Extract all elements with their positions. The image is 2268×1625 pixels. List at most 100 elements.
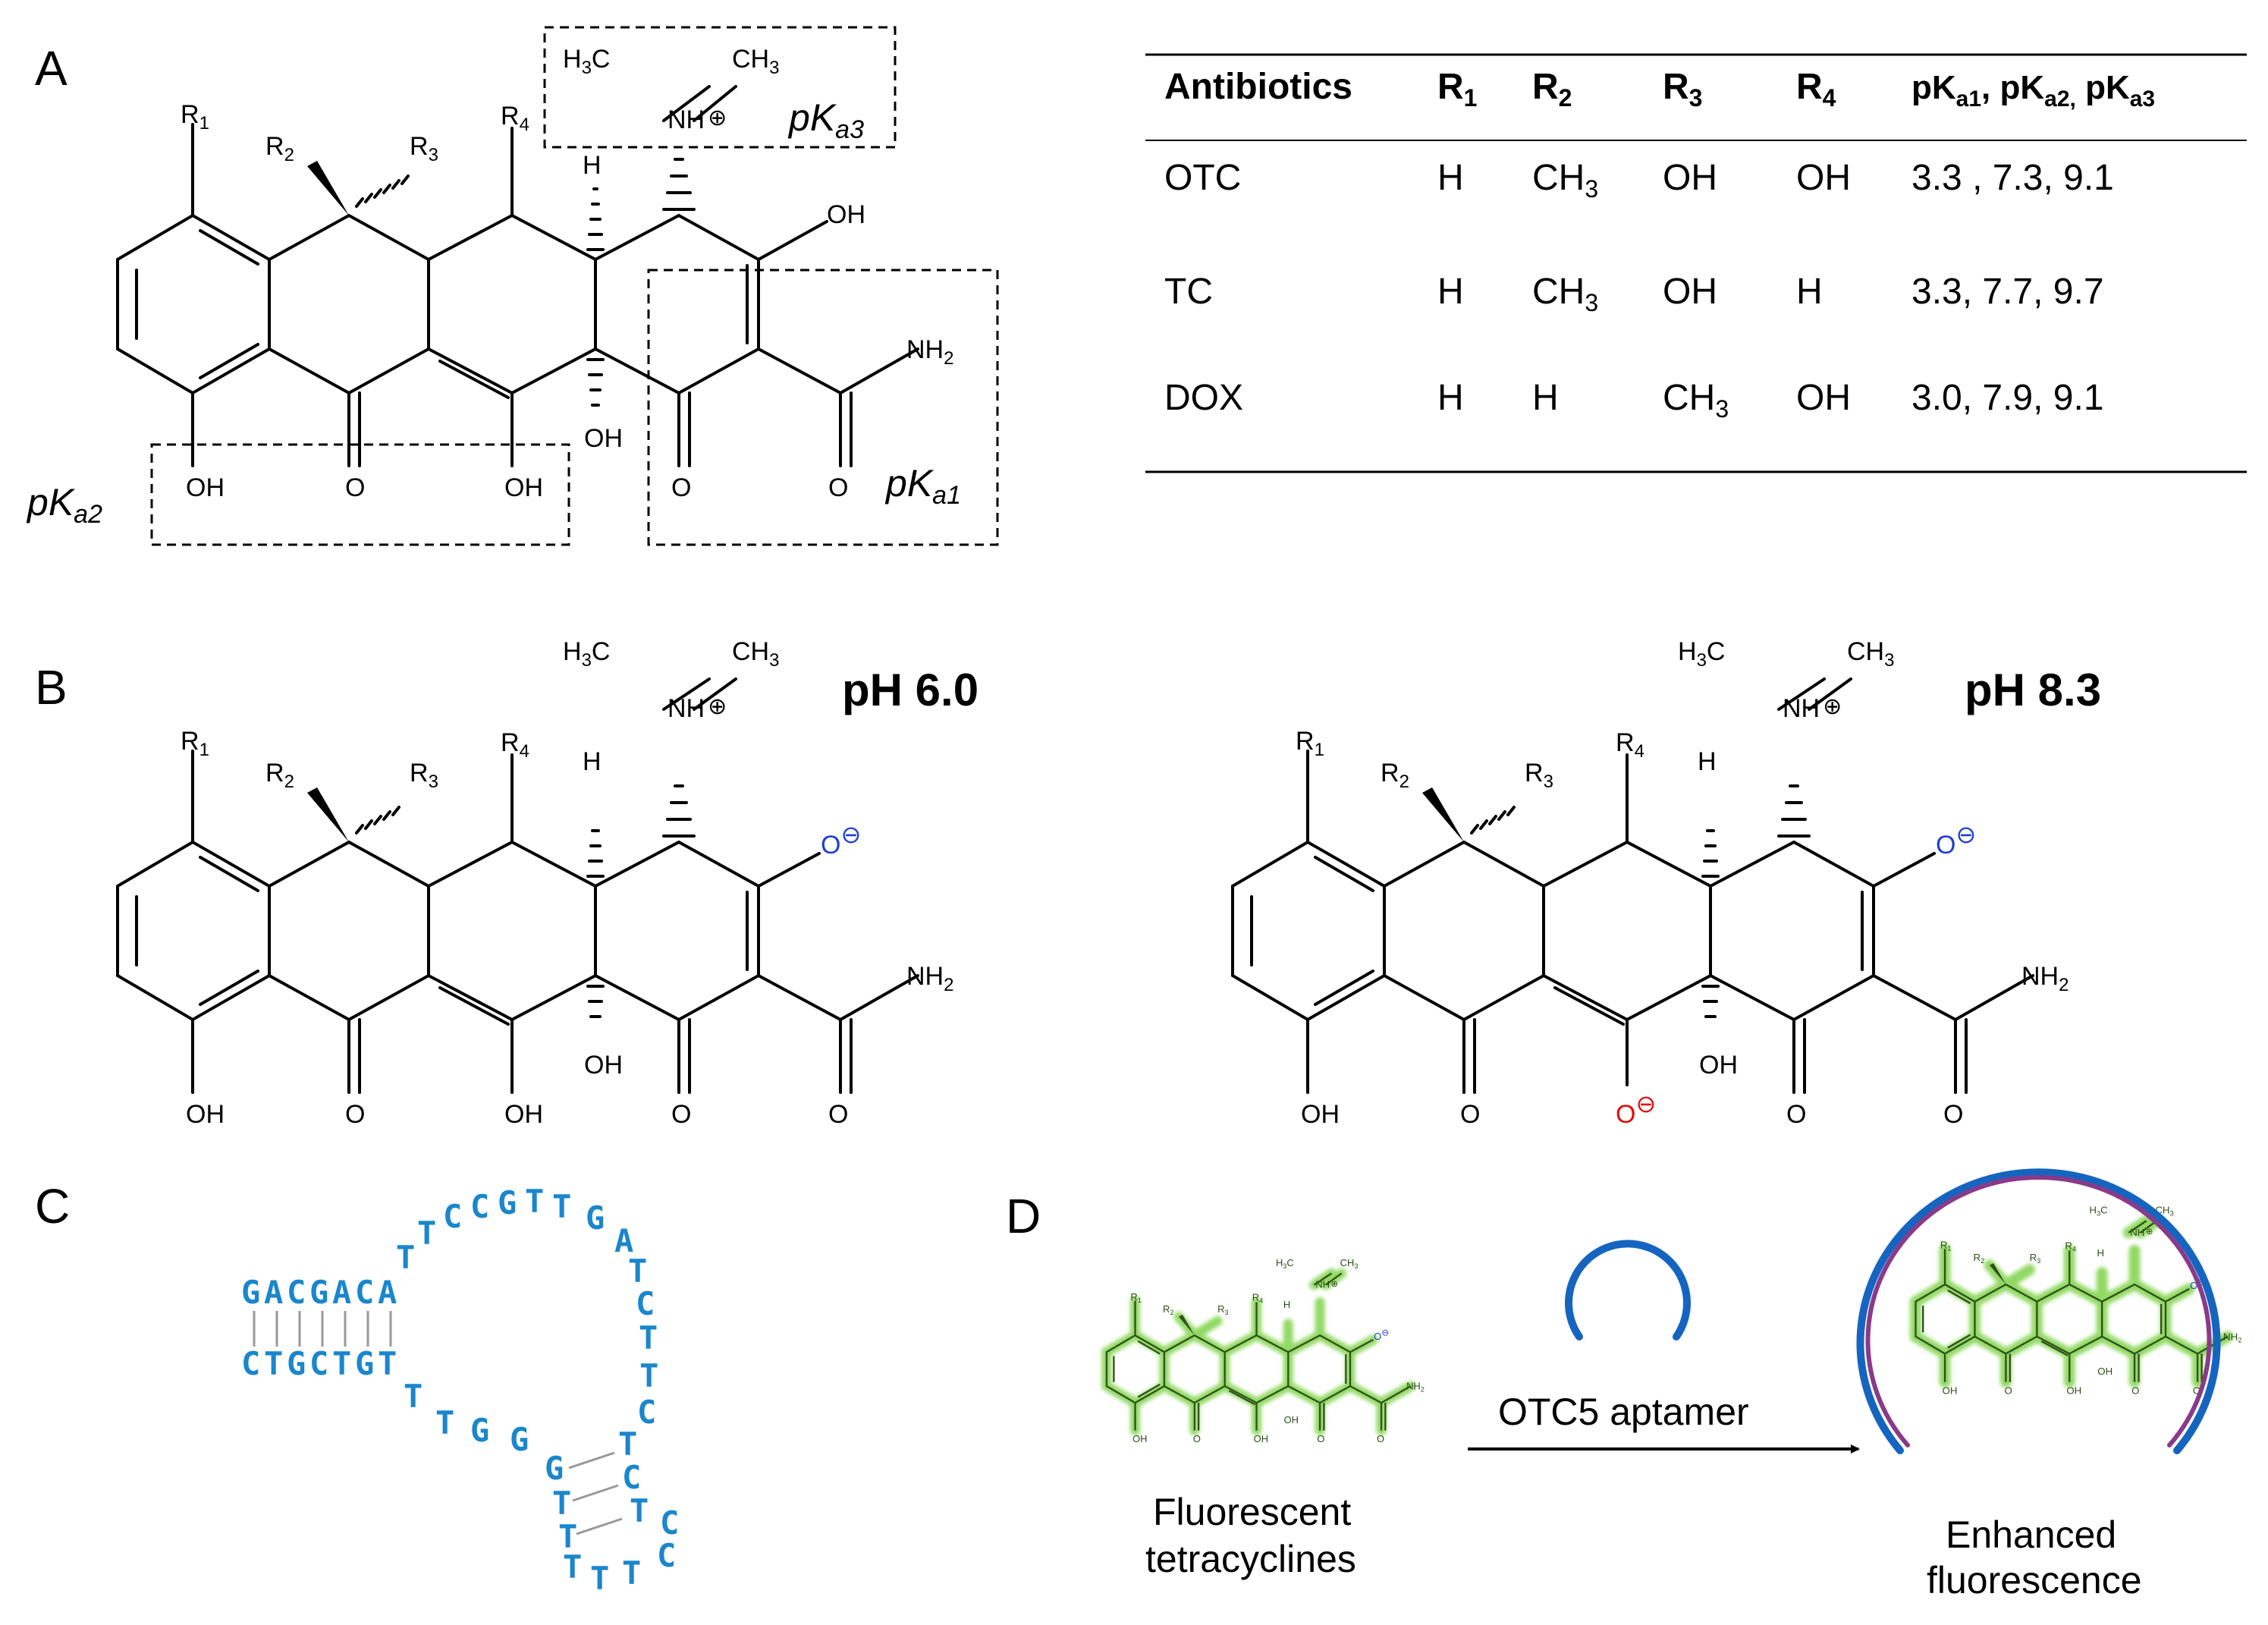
loop-base: G xyxy=(545,1450,564,1487)
h3c-label: H3C xyxy=(563,45,610,78)
loop-base: T xyxy=(435,1404,454,1441)
panel-a-atom-labels: R1 R2 R3 R4 H OH O OH OH O O OH NH2 NH⊕ … xyxy=(181,45,953,502)
r4-label: R4 xyxy=(501,728,529,762)
h-label: H xyxy=(583,151,602,180)
panel-a-structure: R1 R2 R3 R4 H OH O OH OH O O OH NH2 NH⊕ … xyxy=(26,26,999,546)
loop-base: T xyxy=(563,1548,582,1586)
label-enhanced: Enhanced xyxy=(1946,1513,2116,1556)
cell-r1: H xyxy=(1437,378,1464,418)
o-label: O xyxy=(1786,1100,1806,1129)
cell-r1: H xyxy=(1437,272,1464,312)
bound-aptamer-outer-arc xyxy=(1856,1168,2221,1454)
o-label: O xyxy=(671,1100,691,1129)
loop-base: T xyxy=(618,1425,637,1463)
o-label: O xyxy=(1193,1433,1201,1444)
h3c-label: H3C xyxy=(563,637,610,671)
oh-label: OH xyxy=(584,1051,623,1080)
stem-bottom-base: G xyxy=(355,1345,374,1382)
o-label: O xyxy=(828,473,848,502)
label-tetracyclines: tetracyclines xyxy=(1145,1538,1356,1580)
panel-d-right-molecule: R1 R2 R3 R4 H OH O OH OH O O O⊖ NH2 NH⊕ … xyxy=(1910,1205,2241,1396)
antibiotics-table: Antibiotics R1 R2 R3 R4 pKa1, pKa2, pKa3… xyxy=(1145,53,2247,473)
table-row: TC H CH3 OH H 3.3, 7.7, 9.7 xyxy=(1164,272,2104,316)
r1-label: R1 xyxy=(181,727,209,760)
loop-base: T xyxy=(552,1188,571,1225)
r1-label: R1 xyxy=(181,100,209,134)
r4-label: R4 xyxy=(2065,1240,2076,1253)
free-aptamer-icon xyxy=(1565,1240,1691,1341)
stem-top-base: A xyxy=(332,1274,351,1311)
label-fluorescence: fluorescence xyxy=(1927,1559,2142,1601)
stem-bottom-base: T xyxy=(264,1345,283,1382)
pka1-label: pKa1 xyxy=(884,462,961,510)
panel-label-d: D xyxy=(1006,1189,1041,1243)
o-label: O xyxy=(345,1100,365,1129)
cell-r1: H xyxy=(1437,158,1464,198)
table-header: Antibiotics R1 R2 R3 R4 pKa1, pKa2, pKa3 xyxy=(1164,67,2155,112)
oh-label: OH xyxy=(1699,1051,1738,1080)
loop-base: T xyxy=(552,1485,571,1522)
bound-aptamer-inner-arc xyxy=(1865,1174,2212,1447)
oh-label: OH xyxy=(504,473,543,502)
cell-r2: CH3 xyxy=(1532,158,1598,203)
oh-label: OH xyxy=(1301,1100,1340,1129)
loop-base: T xyxy=(417,1215,436,1252)
loop-base: T xyxy=(630,1492,649,1529)
panel-b-structure-ph6: R1 R2 R3 R4 H OH O OH OH O O O⊖ NH2 NH⊕ … xyxy=(116,637,953,1129)
nh-label: NH⊕ xyxy=(668,694,727,723)
oh-label: OH xyxy=(827,200,865,229)
oh-label: OH xyxy=(504,1100,543,1129)
table-row: DOX H H CH3 OH 3.0, 7.9, 9.1 xyxy=(1164,378,2104,423)
ch3-label: CH3 xyxy=(1340,1257,1359,1270)
loop-base: T xyxy=(590,1560,609,1597)
r2-label: R2 xyxy=(265,132,294,165)
header-r3: R3 xyxy=(1663,67,1702,112)
ph-label-right: pH 8.3 xyxy=(1965,665,2101,715)
header-pka: pKa1, pKa2, pKa3 xyxy=(1911,69,2155,112)
r4-label: R4 xyxy=(501,102,529,135)
aptamer-secondary-structure: G A C G A C A C T G C T G T T T C C G T … xyxy=(241,1183,679,1597)
o-label: O xyxy=(1377,1433,1384,1444)
cell-name: DOX xyxy=(1164,378,1243,418)
loop-base: T xyxy=(525,1183,544,1220)
stem-top-base: A xyxy=(378,1274,397,1311)
h3c-label: H3C xyxy=(1276,1257,1294,1270)
deprotonated-o: O⊖ xyxy=(1936,821,1976,860)
ch3-label: CH3 xyxy=(732,637,779,671)
loop-base: C xyxy=(470,1188,489,1225)
deprotonated-o: O⊖ xyxy=(1374,1328,1389,1342)
header-r4: R4 xyxy=(1796,67,1836,112)
cell-r3: OH xyxy=(1663,272,1717,312)
oh-label: OH xyxy=(2097,1366,2113,1377)
panel-d-left-molecule: R1 R2 R3 R4 H OH O OH OH O O O⊖ NH2 NH⊕ … xyxy=(1101,1257,1425,1444)
loop-base: T xyxy=(404,1378,423,1415)
loop-base: T xyxy=(628,1253,647,1290)
r3-label: R3 xyxy=(410,132,438,165)
loop-base: T xyxy=(558,1518,577,1555)
stem-bottom-base: G xyxy=(287,1345,306,1382)
loop-base: C xyxy=(636,1285,655,1322)
loop-base: C xyxy=(657,1537,676,1574)
pka3-label: pKa3 xyxy=(787,96,864,144)
nh2-label: NH2 xyxy=(2223,1331,2241,1344)
r1-label: R1 xyxy=(1940,1240,1952,1253)
cell-name: OTC xyxy=(1164,158,1241,198)
o-label: O xyxy=(671,473,691,502)
aptamer-arrow-label: OTC5 aptamer xyxy=(1498,1391,1749,1433)
r2-label: R2 xyxy=(1974,1252,1985,1265)
deprotonated-o: O⊖ xyxy=(1616,1090,1656,1129)
o-label: O xyxy=(1943,1100,1963,1129)
pka1-box xyxy=(647,269,999,546)
loop-base: G xyxy=(510,1421,529,1458)
oh-label: OH xyxy=(186,473,225,502)
panel-label-a: A xyxy=(35,41,68,96)
stem-bottom-base: C xyxy=(241,1345,260,1382)
loop-base: T xyxy=(396,1239,415,1276)
o-label: O xyxy=(2193,1385,2200,1396)
loop-base: C xyxy=(637,1394,656,1431)
stem-top-base: A xyxy=(264,1274,283,1311)
cell-r3: OH xyxy=(1663,158,1717,198)
tetracycline-skeleton-a xyxy=(116,85,919,467)
o-label: O xyxy=(828,1100,848,1129)
header-r2: R2 xyxy=(1532,67,1572,112)
